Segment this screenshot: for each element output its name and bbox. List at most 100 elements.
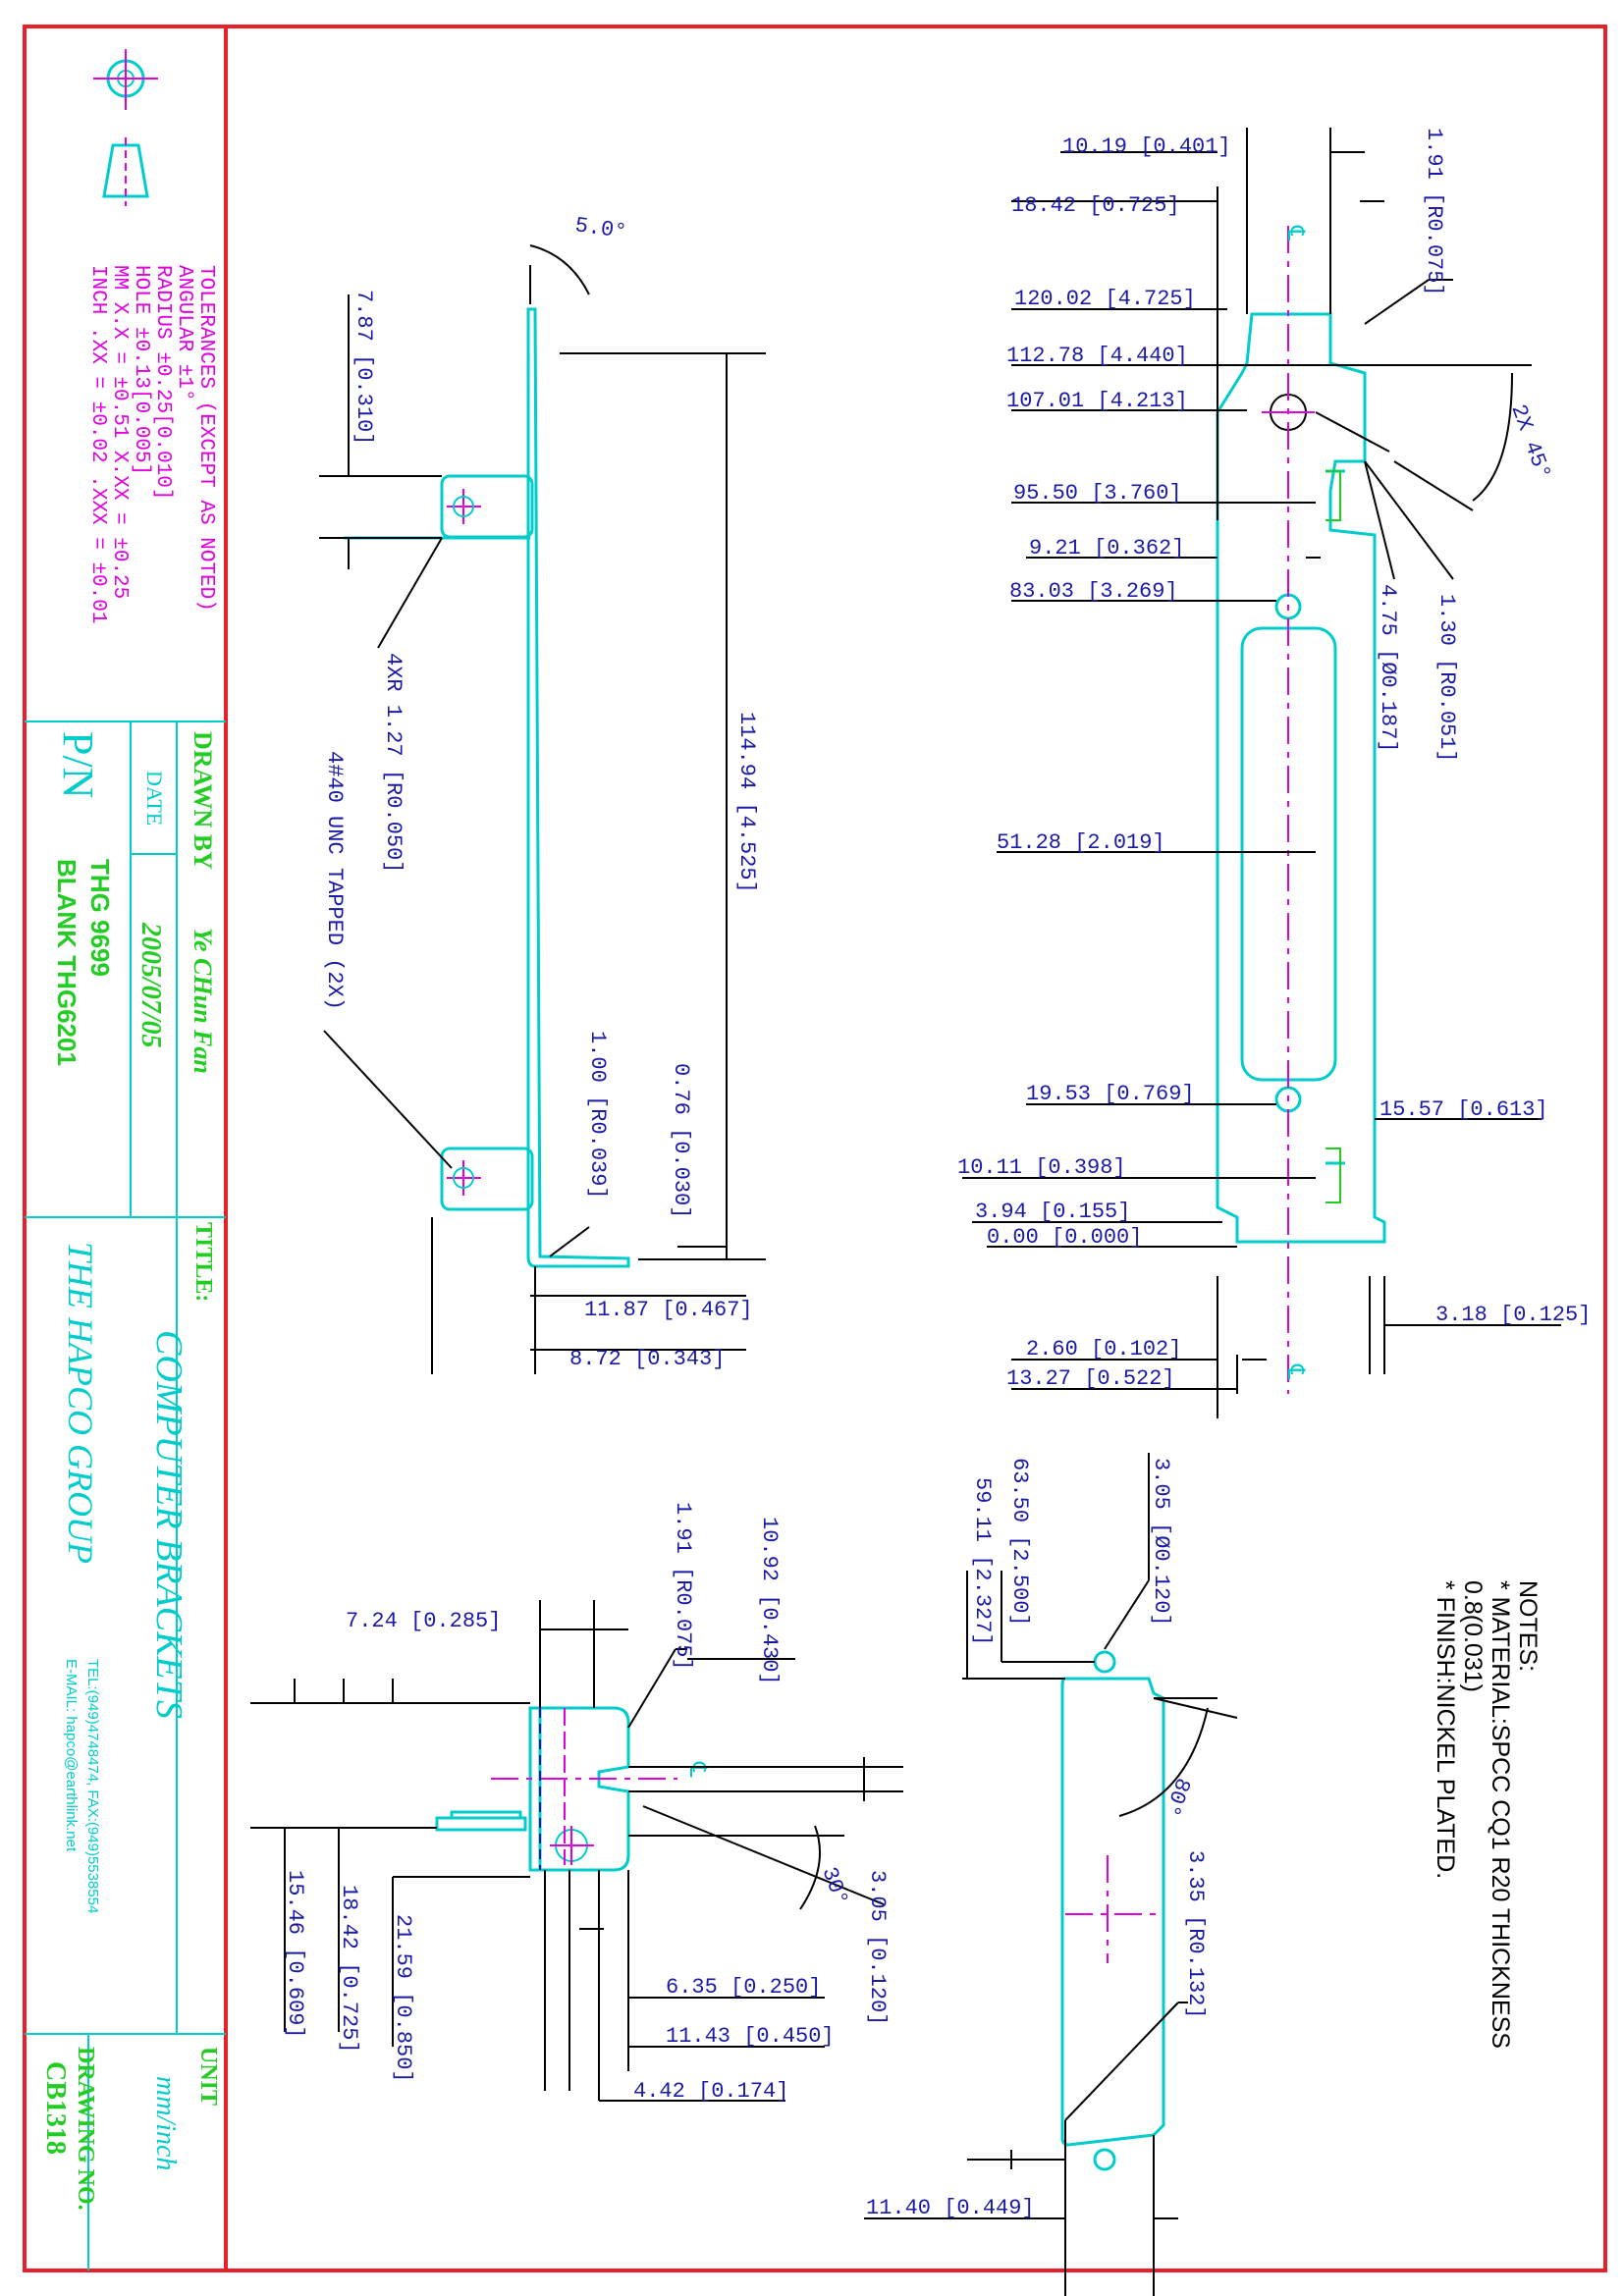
front-angle-label: 2X 45°: [1505, 401, 1555, 483]
tolerances-block: TOLERANCES (EXCEPT AS NOTED) ANGULAR ±1°…: [86, 265, 217, 623]
flat-dim-2: 59.11 [2.327]: [970, 1477, 995, 1646]
side-view-centerlines: [447, 489, 481, 1196]
top-view-dimension-lines: [250, 1600, 903, 2102]
tolerance-line-2: ANGULAR ±1°: [173, 265, 195, 401]
flat-dim-5: 11.40 [0.449]: [866, 2196, 1035, 2220]
front-dim-4: 120.02 [4.725]: [1014, 287, 1196, 311]
pn-value-2: BLANK THG6201: [52, 859, 81, 1066]
drawn-by-label: DRAWN BY: [189, 731, 217, 870]
top-dim-7: 21.59 [0.850]: [391, 1914, 415, 2083]
front-dim-12: 51.28 [2.019]: [997, 830, 1165, 855]
side-dim-4: 114.94 [4.525]: [734, 712, 759, 893]
drawing-no-cell: DRAWING NO. CB1318: [40, 2047, 98, 2211]
front-dim-9: 83.03 [3.269]: [1009, 579, 1178, 604]
flat-view: 63.50 [2.500] 59.11 [2.327] 3.05 [Ø0.120…: [864, 1453, 1238, 2296]
top-view-centerlines: [491, 1708, 677, 1865]
date-value: 2005/07/05: [135, 922, 166, 1048]
unit-label: UNIT: [195, 2047, 221, 2106]
front-centerline-top-symbol: ℄: [1282, 225, 1310, 241]
notes-block: NOTES: * MATERIAL:SPCC CQ1 R20 THICKNESS…: [1432, 1580, 1542, 2049]
top-view: ℄: [250, 1502, 903, 2104]
front-centerline-bottom-symbol: ℄: [1282, 1363, 1310, 1380]
front-dim-5: 112.78 [4.440]: [1006, 344, 1188, 368]
front-dim-18: 3.18 [0.125]: [1435, 1303, 1591, 1327]
front-dim-16: 3.94 [0.155]: [975, 1200, 1130, 1224]
title-value: COMPUTER BRACKETS: [148, 1330, 189, 1719]
front-view-part: [1216, 312, 1386, 1244]
side-dim-8: 8.72 [0.343]: [569, 1347, 725, 1371]
drawn-by-value: Ye CHun Fan: [189, 928, 217, 1074]
front-dim-19: 2.60 [0.102]: [1026, 1337, 1181, 1362]
tolerance-line-4: HOLE ±0.13[0.005]: [130, 265, 152, 475]
flat-dim-1: 63.50 [2.500]: [1007, 1458, 1032, 1627]
front-view-dimension-lines: [962, 128, 1561, 1418]
top-dim-4: 3.05 [0.120]: [865, 1870, 890, 2025]
pn-cell: P/N THG 9699 BLANK THG6201: [52, 731, 115, 1066]
side-angle-label: 5.0°: [573, 213, 628, 244]
top-dim-5: 15.46 [0.609]: [283, 1870, 307, 2039]
side-dim-5: 1.00 [R0.039]: [585, 1031, 610, 1200]
company-cell: THE HAPCO GROUP TEL:(949)4748474, FAX:(9…: [61, 1242, 101, 1913]
outer-border: [23, 25, 1607, 2272]
notes-heading: NOTES:: [1514, 1580, 1542, 1672]
top-angle-label: 30°: [816, 1864, 852, 1909]
front-dim-15: 10.11 [0.398]: [957, 1155, 1126, 1180]
company-contact-1: TEL:(949)4748474, FAX:(949)5538554: [84, 1659, 101, 1913]
pn-value-1: THG 9699: [85, 859, 115, 977]
drawing-no-value: CB1318: [40, 2061, 71, 2155]
front-view: ℄ ℄: [957, 128, 1591, 1418]
side-dim-6: 0.76 [0.030]: [669, 1063, 693, 1218]
unit-value: mm/inch: [150, 2076, 181, 2170]
side-view-dimension-lines: [319, 244, 766, 1374]
title-label: TITLE:: [190, 1222, 216, 1302]
top-dim-2: 1.91 [R0.075]: [671, 1502, 695, 1671]
title-block: TOLERANCES (EXCEPT AS NOTED) ANGULAR ±1°…: [25, 49, 226, 2270]
front-dim-7: 95.50 [3.760]: [1013, 481, 1182, 506]
notes-line-1: * MATERIAL:SPCC CQ1 R20 THICKNESS: [1487, 1580, 1514, 2049]
tolerance-line-5: MM X.X = ±0.51 X.XX = ±0.25: [108, 265, 131, 599]
top-view-part: [435, 1706, 630, 1872]
front-dim-20: 13.27 [0.522]: [1006, 1366, 1175, 1391]
front-dim-3: 18.42 [0.725]: [1011, 193, 1180, 218]
date-label: DATE: [142, 771, 167, 826]
top-dim-8: 6.35 [0.250]: [666, 1975, 821, 2000]
top-dim-6: 18.42 [0.725]: [337, 1885, 361, 2054]
front-dim-1: 10.19 [0.401]: [1062, 134, 1231, 159]
top-dim-1: 7.24 [0.285]: [346, 1609, 501, 1633]
front-dim-17: 0.00 [0.000]: [987, 1225, 1142, 1250]
side-dim-3: 4#40 UNC TAPPED (2X): [322, 751, 347, 1010]
company-contact-2: E-MAIL: hapco@earthlink.net: [63, 1659, 80, 1852]
side-dim-2: 4XR 1.27 [R0.050]: [381, 653, 406, 873]
top-dim-9: 11.43 [0.450]: [666, 2024, 835, 2049]
tolerance-line-1: TOLERANCES (EXCEPT AS NOTED): [194, 265, 217, 612]
flat-dim-3: 3.05 [Ø0.120]: [1149, 1458, 1173, 1627]
side-view: 5.0° 7.87 [0.310] 4XR 1.27 [R0.050] 4#40…: [319, 213, 766, 1374]
front-dim-6: 107.01 [4.213]: [1006, 389, 1188, 413]
flat-view-centerlines: [1065, 1855, 1159, 1963]
date-cell: DATE 2005/07/05: [135, 771, 167, 1048]
front-dim-2: 1.91 [R0.075]: [1422, 128, 1446, 296]
tolerance-line-3: RADIUS ±0.25[0.010]: [151, 265, 174, 500]
notes-line-3: * FINISH:NICKEL PLATED.: [1432, 1580, 1459, 1879]
flat-dim-4: 3.35 [R0.132]: [1183, 1850, 1208, 2019]
front-dim-11: 1.30 [R0.051]: [1434, 594, 1459, 763]
flat-view-dimension-lines: [864, 1453, 1238, 2296]
front-dim-8: 9.21 [0.362]: [1029, 536, 1184, 561]
flat-view-part: [1060, 1650, 1165, 2171]
drawing-no-label: DRAWING NO.: [73, 2047, 98, 2211]
front-dim-10: 4.75 [Ø0.187]: [1376, 584, 1400, 753]
side-dim-7: 11.87 [0.467]: [584, 1298, 753, 1322]
tolerance-line-6: INCH .XX = ±0.02 .XXX = ±0.01: [86, 265, 109, 623]
unit-cell: UNIT mm/inch: [150, 2047, 221, 2170]
projection-symbol-icon: [93, 49, 158, 206]
front-dim-14: 15.57 [0.613]: [1380, 1097, 1548, 1122]
top-centerline-symbol: ℄: [684, 1761, 712, 1778]
notes-line-2: 0.8(0.031): [1459, 1580, 1487, 1692]
side-dim-1: 7.87 [0.310]: [352, 290, 376, 445]
title-value-cell: COMPUTER BRACKETS: [148, 1330, 189, 1719]
company-name: THE HAPCO GROUP: [61, 1242, 100, 1564]
pn-label: P/N: [54, 731, 102, 798]
top-dim-10: 4.42 [0.174]: [633, 2079, 788, 2104]
top-dim-3: 10.92 [0.430]: [757, 1517, 782, 1685]
